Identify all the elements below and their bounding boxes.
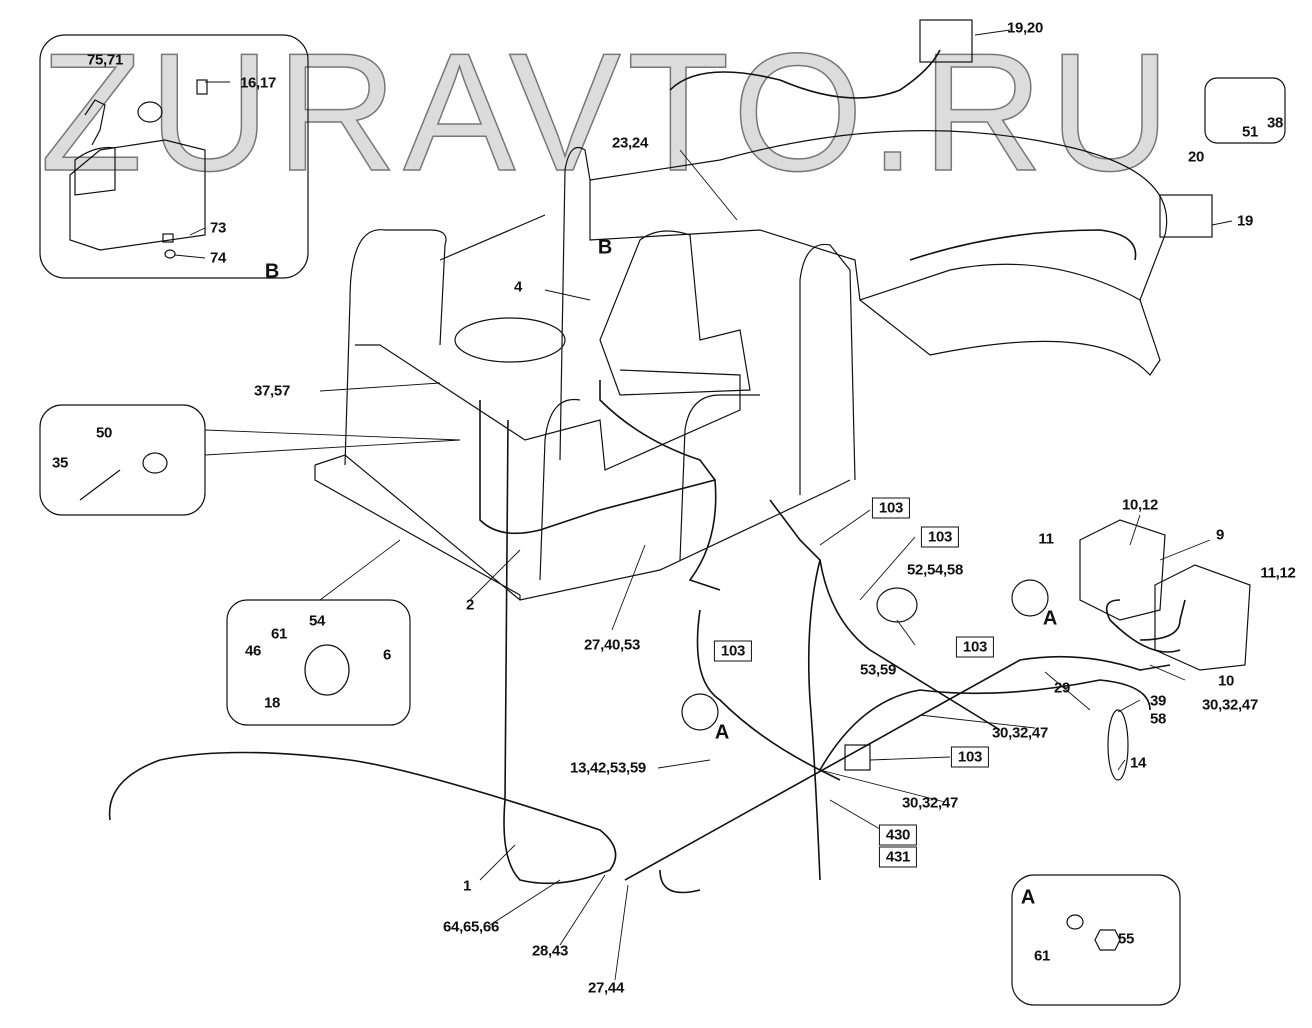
callout-58: 58 <box>1149 710 1167 728</box>
sensor-icon <box>1107 709 1129 781</box>
wiring-harness <box>108 49 1186 894</box>
callout-a-view-1: A <box>1042 607 1058 630</box>
callout-53-59: 53,59 <box>859 661 897 679</box>
hood-outline <box>589 129 1168 301</box>
callout-16-17: 16,17 <box>239 74 277 92</box>
inset-b-frame <box>39 34 309 279</box>
joystick-console-icon <box>69 79 208 259</box>
inset-a-frame <box>1011 874 1181 1006</box>
callout-10-12: 10,12 <box>1121 496 1159 514</box>
callout-b-view: B <box>597 236 613 259</box>
callout-37-57: 37,57 <box>253 382 291 400</box>
inset-a-title: A <box>1020 886 1036 909</box>
callout-6: 6 <box>382 646 392 664</box>
ref-box-430: 430 <box>878 824 918 846</box>
callout-73: 73 <box>209 219 227 237</box>
inset-b-title: B <box>264 260 280 283</box>
callout-10: 10 <box>1217 672 1235 690</box>
callout-19-20: 19,20 <box>1006 19 1044 37</box>
callout-14: 14 <box>1129 754 1147 772</box>
inset-bolt-frame <box>1204 77 1286 144</box>
inset-horn-frame <box>226 599 411 726</box>
ref-box-103: 103 <box>950 746 990 768</box>
callout-27-40-53: 27,40,53 <box>584 636 640 654</box>
tail-lamp-icon <box>1159 194 1213 238</box>
callout-61-a: 61 <box>1033 947 1051 965</box>
callout-50: 50 <box>95 424 113 442</box>
callout-75-71: 75,71 <box>86 51 124 69</box>
callout-11: 11 <box>1038 530 1054 548</box>
callout-23-24: 23,24 <box>611 134 649 152</box>
watermark: ZURAVTO.RU <box>39 18 1177 206</box>
platform-outline <box>314 454 851 601</box>
callout-54: 54 <box>308 612 326 630</box>
rops-frame <box>344 146 856 581</box>
callout-2: 2 <box>465 596 475 614</box>
seat-icon <box>599 230 751 396</box>
callout-28-43: 28,43 <box>531 942 569 960</box>
callout-38: 38 <box>1266 114 1284 132</box>
ref-box-103: 103 <box>713 640 753 662</box>
relay-icon <box>844 744 871 771</box>
buzzer-icon <box>876 587 918 623</box>
callout-61: 61 <box>270 625 288 643</box>
callout-30-32-47-b: 30,32,47 <box>992 724 1048 742</box>
callout-39: 39 <box>1149 692 1167 710</box>
callout-30-32-47-a: 30,32,47 <box>1202 696 1258 714</box>
callout-30-32-47-c: 30,32,47 <box>902 794 958 812</box>
steering-wheel-icon <box>454 317 566 363</box>
callout-27-44: 27,44 <box>587 979 625 997</box>
leader-lines <box>174 29 1233 981</box>
callout-46: 46 <box>244 642 262 660</box>
callout-11-12: 11,12 <box>1260 564 1296 582</box>
ref-box-103: 103 <box>871 497 911 519</box>
callout-52-54-58: 52,54,58 <box>907 561 963 579</box>
callout-4: 4 <box>513 278 523 296</box>
horn-icon <box>304 644 350 696</box>
callout-9: 9 <box>1215 526 1225 544</box>
callout-35: 35 <box>51 454 69 472</box>
callout-55: 55 <box>1117 930 1135 948</box>
callout-74: 74 <box>209 249 227 267</box>
callout-20: 20 <box>1187 148 1205 166</box>
callout-64-65-66: 64,65,66 <box>443 918 499 936</box>
ref-box-103: 103 <box>920 526 960 548</box>
inset-screw-frame <box>39 404 206 516</box>
callout-a-view-2: A <box>714 721 730 744</box>
callout-29: 29 <box>1053 679 1071 697</box>
callout-19: 19 <box>1236 212 1254 230</box>
callout-51: 51 <box>1241 123 1259 141</box>
callout-18: 18 <box>263 694 281 712</box>
ref-box-431: 431 <box>878 846 918 868</box>
callout-1: 1 <box>462 877 472 895</box>
tail-lamp-top-icon <box>919 19 973 63</box>
ref-box-103: 103 <box>955 636 995 658</box>
callout-13-42-53-59: 13,42,53,59 <box>570 759 646 777</box>
battery-icon <box>1079 519 1251 671</box>
